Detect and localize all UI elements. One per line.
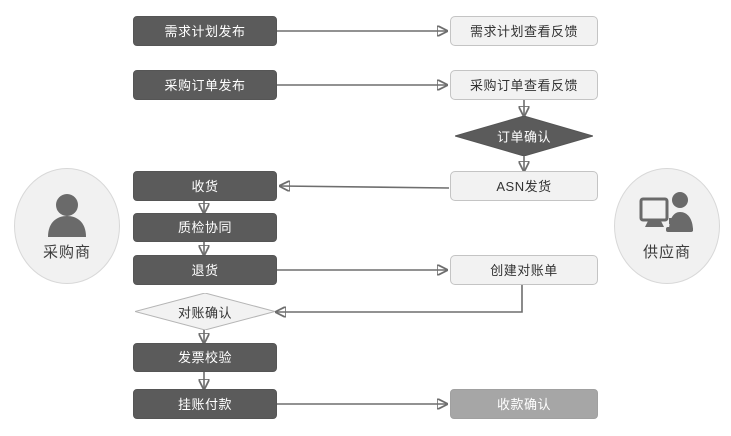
node-demand-plan-publish[interactable]: 需求计划发布 — [133, 16, 277, 46]
person-icon — [39, 191, 95, 237]
actor-buyer[interactable]: 采购商 — [14, 168, 120, 284]
edge-n10-n11 — [276, 285, 523, 312]
node-payable-payment[interactable]: 挂账付款 — [133, 389, 277, 419]
node-label: 退货 — [191, 262, 219, 278]
node-label: 收款确认 — [496, 396, 551, 412]
node-label: 收货 — [191, 178, 219, 194]
actor-supplier[interactable]: 供应商 — [614, 168, 720, 284]
node-label: 需求计划发布 — [164, 23, 246, 39]
node-label: 质检协同 — [177, 220, 232, 235]
node-label: 采购订单查看反馈 — [469, 77, 578, 93]
node-payment-receipt-confirm[interactable]: 收款确认 — [450, 389, 598, 419]
node-label: ASN发货 — [496, 178, 552, 194]
node-return-goods[interactable]: 退货 — [133, 255, 277, 285]
node-reconciliation-confirm[interactable]: 对账确认 — [135, 293, 275, 330]
node-receive-goods[interactable]: 收货 — [133, 171, 277, 201]
node-label: 创建对账单 — [490, 262, 558, 278]
node-invoice-verification[interactable]: 发票校验 — [133, 343, 277, 372]
node-demand-plan-view-feedback[interactable]: 需求计划查看反馈 — [450, 16, 598, 46]
node-purchase-order-view-feedback[interactable]: 采购订单查看反馈 — [450, 70, 598, 100]
actor-buyer-label: 采购商 — [42, 243, 91, 261]
node-purchase-order-publish[interactable]: 采购订单发布 — [133, 70, 277, 100]
node-asn-shipment[interactable]: ASN发货 — [450, 171, 598, 201]
person-at-computer-icon — [639, 191, 695, 237]
node-label: 需求计划查看反馈 — [469, 23, 578, 39]
node-quality-inspection-collab[interactable]: 质检协同 — [133, 213, 277, 242]
node-label: 采购订单发布 — [164, 77, 246, 93]
node-label: 挂账付款 — [177, 396, 232, 412]
actor-supplier-label: 供应商 — [642, 243, 691, 261]
edge-n6-n7 — [280, 186, 450, 188]
node-order-confirm[interactable]: 订单确认 — [455, 116, 593, 156]
node-create-reconciliation-statement[interactable]: 创建对账单 — [450, 255, 598, 285]
node-label: 发票校验 — [177, 350, 232, 365]
